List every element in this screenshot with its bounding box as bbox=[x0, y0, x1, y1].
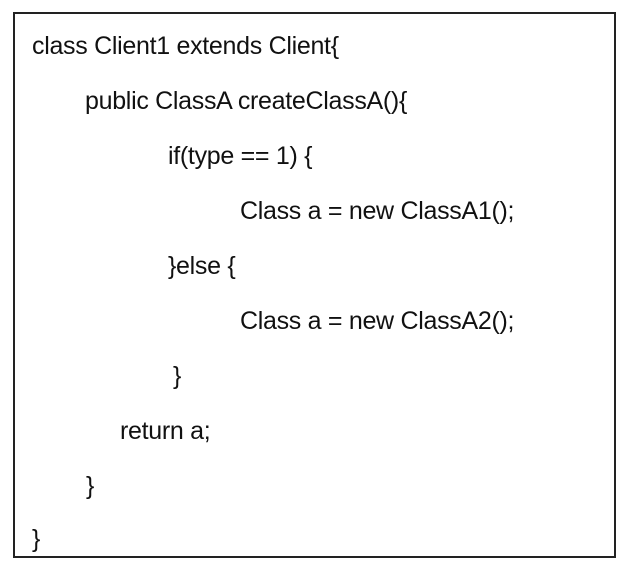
code-line-if-close-brace: } bbox=[173, 362, 182, 390]
code-line-return: return a; bbox=[120, 417, 211, 445]
code-line-class-close-brace: } bbox=[32, 525, 41, 553]
code-line-assign-classa2: Class a = new ClassA2(); bbox=[240, 307, 515, 335]
code-line-assign-classa1: Class a = new ClassA1(); bbox=[240, 197, 515, 225]
code-line-if-condition: if(type == 1) { bbox=[168, 142, 313, 170]
code-line-method-declaration: public ClassA createClassA(){ bbox=[85, 87, 407, 115]
code-line-else: }else { bbox=[168, 252, 236, 280]
code-snippet-box: class Client1 extends Client{ public Cla… bbox=[13, 12, 616, 558]
code-line-method-close-brace: } bbox=[86, 472, 95, 500]
code-line-class-declaration: class Client1 extends Client{ bbox=[32, 32, 339, 60]
